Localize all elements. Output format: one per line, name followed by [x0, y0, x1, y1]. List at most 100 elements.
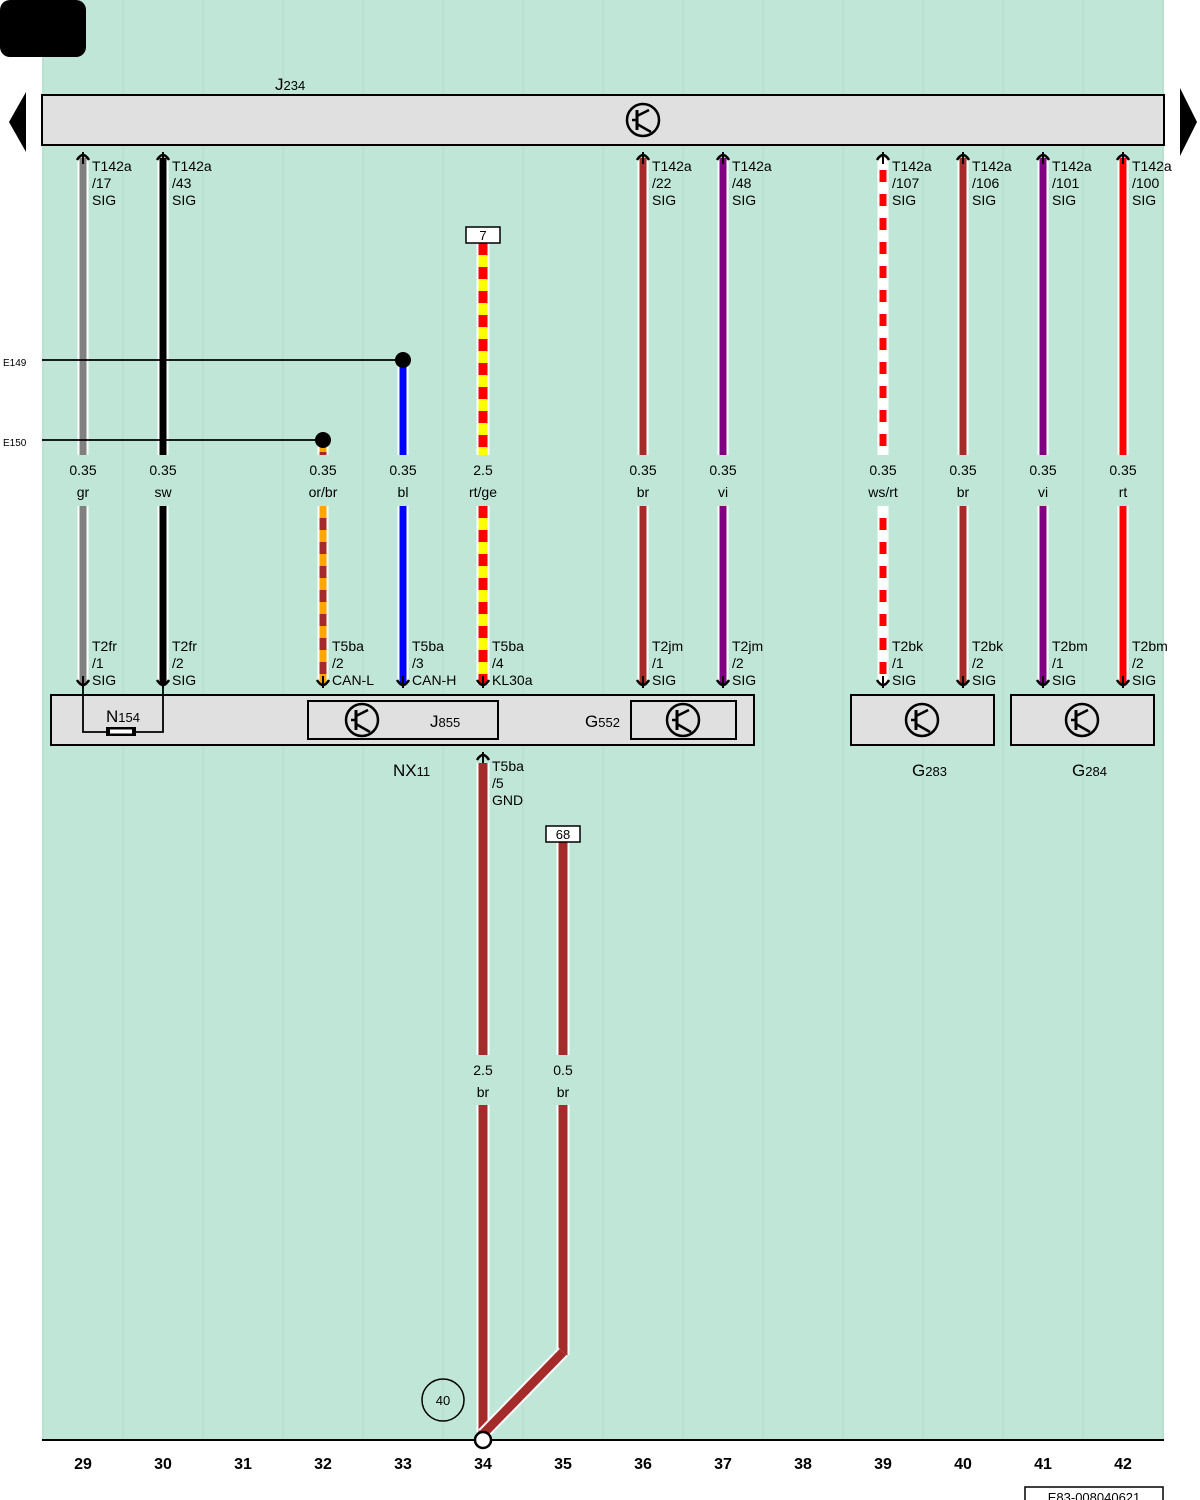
wire-segment — [159, 158, 167, 455]
wire-stripe — [478, 363, 488, 375]
ground-wire-35: 0.5br — [478, 842, 573, 1439]
wire-stripe — [478, 530, 488, 542]
wire-stripe — [879, 554, 887, 566]
bottom-pin-label: /4 — [492, 655, 504, 671]
wire-stripe — [319, 566, 327, 578]
wire-color-label: sw — [154, 484, 172, 500]
bottom-pin-label: T2jm — [652, 638, 683, 654]
wire-stripe — [879, 638, 887, 650]
top-pin-label: SIG — [732, 192, 756, 208]
wire-stripe — [478, 506, 488, 518]
wire-stripe — [478, 602, 488, 614]
sensor-G283 — [850, 694, 995, 746]
wire-stripe — [478, 435, 488, 447]
wire-stripe — [879, 530, 887, 542]
wire-stripe — [478, 578, 488, 590]
column-number-38: 38 — [794, 1456, 812, 1473]
top-pin-label: T142a — [172, 158, 212, 174]
wire-segment — [959, 506, 967, 684]
ref-box-68 — [545, 825, 581, 843]
top-pin-label: SIG — [172, 192, 196, 208]
bottom-pin-label: KL30a — [492, 672, 533, 688]
wire-segment — [719, 506, 727, 684]
ground-pin-label: T5ba — [492, 758, 524, 774]
wire-size-label: 0.35 — [629, 462, 656, 478]
transistor-icon — [1064, 702, 1100, 738]
label-G284: G284 — [1072, 761, 1107, 780]
top-pin-label: SIG — [892, 192, 916, 208]
wire-segment — [1119, 158, 1127, 455]
wire-color-label: bl — [398, 484, 409, 500]
wire-color-label: ws/rt — [867, 484, 898, 500]
wire-size-label: 0.35 — [149, 462, 176, 478]
wire-color-label: br — [957, 484, 970, 500]
wire-size-label: 0.35 — [309, 462, 336, 478]
bottom-pin-label: /2 — [972, 655, 984, 671]
label-NX11: NX11 — [393, 761, 430, 780]
wire-color-label: or/br — [309, 484, 338, 500]
transistor-icon — [625, 102, 661, 138]
wire-stripe — [478, 638, 488, 650]
wire-segment — [1119, 506, 1127, 684]
ground-point-label: 40 — [436, 1393, 450, 1408]
bottom-pin-label: /2 — [172, 655, 184, 671]
wire-stripe — [879, 650, 887, 662]
column-number-39: 39 — [874, 1456, 892, 1473]
wire-stripe — [879, 362, 887, 374]
top-pin-label: SIG — [1052, 192, 1076, 208]
top-pin-label: /100 — [1132, 175, 1159, 191]
wire-stripe — [879, 626, 887, 638]
wire-size-label: 0.35 — [869, 462, 896, 478]
bottom-pin-label: T2bm — [1132, 638, 1168, 654]
wire-segment — [1039, 506, 1047, 684]
bottom-pin-label: SIG — [652, 672, 676, 688]
wire-stripe — [879, 278, 887, 290]
bottom-pin-label: T2bk — [892, 638, 924, 654]
wire-stripe — [478, 303, 488, 315]
wire-stripe — [319, 590, 327, 602]
wire-stripe — [879, 194, 887, 206]
ref-E150: E150 — [3, 438, 27, 449]
column-number-29: 29 — [74, 1456, 92, 1473]
wire-stripe — [319, 626, 327, 638]
wire-stripe — [879, 662, 887, 674]
ground-pin-label: /5 — [492, 775, 504, 791]
doc-id: E83-008040621 — [1048, 1490, 1141, 1500]
bottom-pin-label: T2fr — [92, 638, 117, 654]
wire-stripe — [879, 206, 887, 218]
wire-stripe — [319, 542, 327, 554]
wire-segment — [959, 158, 967, 455]
wire-segment — [558, 1105, 568, 1355]
sensor-G284 — [1010, 694, 1155, 746]
wire-stripe — [319, 614, 327, 626]
control-unit-J855 — [307, 700, 499, 740]
column-number-30: 30 — [154, 1456, 172, 1473]
column-number-42: 42 — [1114, 1456, 1132, 1473]
label-G283: G283 — [912, 761, 947, 780]
wire-stripe — [879, 398, 887, 410]
bottom-pin-label: /1 — [892, 655, 904, 671]
wire-stripe — [879, 326, 887, 338]
bottom-pin-label: /2 — [1132, 655, 1144, 671]
ref-box-68-label: 68 — [556, 827, 570, 842]
top-pin-label: SIG — [92, 192, 116, 208]
wire-stripe — [879, 242, 887, 254]
bottom-pin-label: T5ba — [492, 638, 524, 654]
ground-connection-point — [473, 1430, 493, 1450]
transistor-icon — [665, 702, 701, 738]
wire-stripe — [879, 518, 887, 530]
prev-page-arrow-icon[interactable] — [9, 92, 26, 152]
bottom-pin-label: CAN-H — [412, 672, 456, 688]
wire-stripe — [879, 302, 887, 314]
wire-stripe — [478, 351, 488, 363]
bottom-pin-label: T2bm — [1052, 638, 1088, 654]
bottom-pin-label: SIG — [732, 672, 756, 688]
column-number-33: 33 — [394, 1456, 412, 1473]
top-pin-label: SIG — [972, 192, 996, 208]
next-page-arrow-icon[interactable] — [1180, 88, 1197, 156]
